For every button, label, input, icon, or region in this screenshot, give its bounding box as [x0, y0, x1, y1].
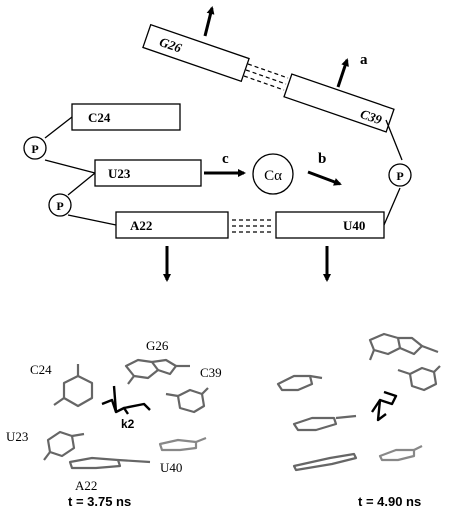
box-a22-label: A22: [130, 218, 152, 233]
backbone-u23-bottom: [67, 172, 96, 196]
base-g26: [124, 358, 190, 385]
base-u40: [158, 436, 207, 452]
backbone-a22: [67, 214, 117, 226]
arrow-g26-up: [203, 6, 215, 37]
snap-label-c24: C24: [30, 362, 52, 377]
backbone-c39: [385, 119, 403, 161]
backbone-c24: [44, 116, 73, 139]
box-u40: [275, 211, 385, 239]
snap-label-c39: C39: [200, 365, 222, 380]
arrow-b: [307, 170, 342, 186]
schematic: G26 C39 a C24 U23 A22 U40: [23, 6, 412, 282]
base-right-6: [378, 445, 423, 462]
backbone-u23-top: [44, 159, 96, 174]
base-c24: [53, 364, 94, 408]
snap-label-k2: k2: [121, 417, 135, 431]
box-c24-label: C24: [88, 110, 111, 125]
arrow-a: [336, 58, 349, 88]
phosphate-2: P: [48, 193, 72, 217]
base-right-4: [292, 414, 357, 432]
phosphate-1-label: P: [31, 142, 38, 156]
calpha-atom: Cα: [252, 153, 294, 195]
base-right-2: [397, 365, 441, 392]
snapshot-left: [43, 358, 209, 470]
base-u23: [43, 430, 85, 461]
pairing-g26-c39: [243, 63, 289, 91]
calpha-label: Cα: [264, 168, 282, 184]
phosphate-1: P: [23, 136, 47, 160]
label-b: b: [318, 151, 326, 167]
box-c39: C39: [283, 73, 395, 133]
label-c: c: [222, 151, 229, 167]
snap-label-u23: U23: [6, 429, 28, 444]
base-right-5: [292, 452, 358, 472]
time-left: t = 3.75 ns: [68, 494, 131, 509]
snap-label-a22: A22: [75, 478, 97, 493]
sidechain-right: [371, 390, 398, 422]
box-u23-label: U23: [108, 166, 131, 181]
box-u40-label: U40: [343, 218, 365, 233]
box-c24: [71, 103, 181, 131]
backbone-u40: [383, 187, 401, 226]
phosphate-3-label: P: [396, 169, 403, 183]
box-c39-label: C39: [358, 106, 384, 127]
snapshot-right: [276, 332, 441, 472]
box-g26: G26: [142, 23, 250, 83]
snap-label-g26: G26: [146, 338, 169, 353]
base-right-1: [368, 332, 439, 361]
base-right-3: [276, 374, 323, 392]
k2-sidechain: [101, 385, 151, 415]
pairing-a22-u40: [232, 219, 272, 233]
base-c39: [165, 387, 209, 414]
snap-label-u40: U40: [160, 460, 182, 475]
box-g26-label: G26: [157, 34, 184, 56]
phosphate-2-label: P: [56, 199, 63, 213]
label-a: a: [360, 52, 368, 68]
base-a22: [68, 456, 151, 470]
phosphate-3: P: [388, 163, 412, 187]
snapshot-left-labels: C24 G26 C39 U23 A22 U40 k2 t = 3.75 ns: [6, 338, 222, 509]
box-u23: [94, 159, 202, 187]
time-right: t = 4.90 ns: [358, 494, 421, 509]
